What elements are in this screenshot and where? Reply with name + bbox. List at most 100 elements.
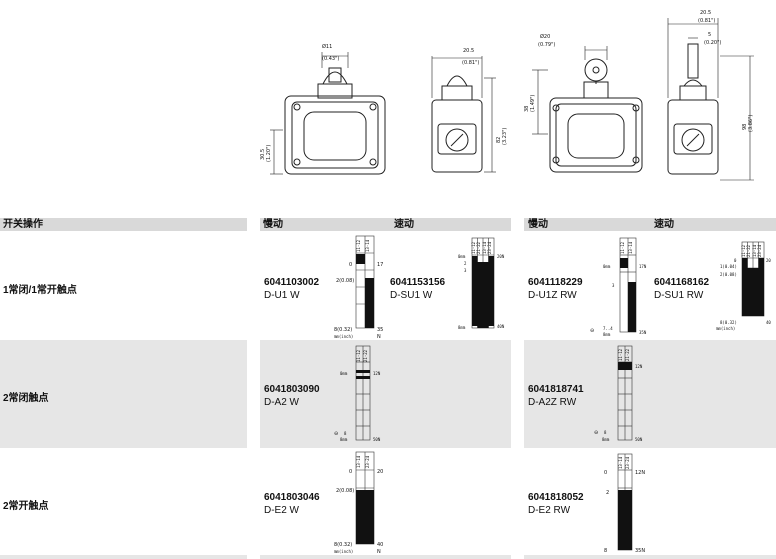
travel-8: 8(0.32) [334, 542, 352, 548]
model-code: D-A2Z RW [528, 397, 577, 408]
d2-h-in: (3.23") [502, 128, 508, 145]
contact-label: 21-22 [746, 244, 751, 257]
travel-2: 2(0.08) [336, 278, 354, 284]
contact-label: 23-24 [487, 241, 492, 254]
part-number: 6041818052 [528, 492, 584, 503]
force-35: 35 [377, 327, 383, 333]
travel-8: 8mm [458, 325, 466, 330]
unit: mm(inch) [716, 326, 735, 331]
d3-dia-in: (0.79") [538, 42, 555, 48]
contact-label: 13-14 [752, 244, 757, 257]
contact-label: 13-14 [618, 456, 623, 469]
travel-8: 8(0.32) [720, 320, 737, 325]
d4-w-in: (0.81") [698, 18, 715, 24]
unit: mm(inch) [334, 334, 353, 339]
row-label-1: 1常闭/1常开触点 [3, 285, 77, 296]
unit: mm(inch) [334, 549, 353, 554]
travel-2: 2(0.08) [720, 272, 737, 277]
d4-h-in: (3.86") [748, 115, 754, 132]
travel-3: 3 [612, 283, 615, 288]
model-code: D-U1 W [264, 290, 300, 301]
part-number: 6041803046 [264, 492, 320, 503]
force-17: 17N [639, 264, 647, 269]
travel-8: 8 [604, 548, 607, 554]
part-number: 6041118229 [528, 277, 583, 288]
header-bar-right: 慢动 速动 [524, 218, 776, 231]
contact-label: 13-14 [482, 241, 487, 254]
force-35: 35N [635, 548, 645, 554]
part-number: 6041168162 [654, 277, 710, 288]
travel-seven: 7..4 [603, 326, 613, 331]
force-35: 35N [639, 330, 647, 335]
d1-dia-in: (0.43") [322, 56, 339, 62]
header-col1: 开关操作 [3, 219, 43, 230]
force-17: 17 [377, 262, 383, 268]
contact-label: 11-12 [356, 239, 361, 252]
contact-label: 23-24 [625, 456, 630, 469]
travel-1: 1(0.04) [720, 264, 737, 269]
row-label-2: 2常闭触点 [3, 393, 49, 404]
travel-2: 2 [464, 261, 467, 266]
row-band-1 [0, 340, 247, 448]
d4-w2: 5 [708, 32, 711, 38]
part-number: 6041803090 [264, 384, 320, 395]
d4-w2-in: (0.20") [704, 40, 721, 46]
d2-w-in: (0.81") [462, 60, 479, 66]
contact-label: 13-14 [628, 241, 633, 254]
row-label-3: 2常开触点 [3, 501, 49, 512]
travel-8: 8(0.32) [334, 327, 352, 333]
part-number: 6041103002 [264, 277, 320, 288]
diagram-su1: 11-12 21-22 13-14 23-24 0mm 2 3 8mm 20N … [458, 237, 505, 330]
contact-label: 21-22 [476, 241, 481, 254]
d1-h-in: (1.20") [266, 145, 272, 162]
row-band-bottom-1 [0, 555, 247, 559]
diagram-u1z: 11-12 13-14 0mm 3 7..4 8mm 17N 35N ⊖ [590, 237, 647, 337]
drawing-2 [431, 56, 496, 173]
d3-dia: Ø20 [540, 33, 550, 40]
travel-8: 8mm [603, 332, 611, 337]
model-code: D-A2 W [264, 397, 299, 408]
force-12: 12N [635, 470, 645, 476]
drawing-3 [532, 46, 643, 173]
row-band-bottom-2 [260, 555, 511, 559]
rotation-icon: ⊖ [590, 328, 594, 334]
row-band-3 [524, 340, 776, 448]
d3-h: 38 [524, 106, 530, 112]
row-band-2 [260, 340, 511, 448]
diagram-e2: 13-14 23-24 0 2(0.08) 8(0.32) mm(inch) 2… [334, 451, 383, 555]
d2-w: 20.5 [463, 48, 474, 54]
travel-0: 0 [349, 262, 352, 268]
d1-dia: Ø11 [322, 43, 332, 50]
header-bar-left: 慢动 速动 [260, 218, 511, 231]
model-code: D-E2 RW [528, 505, 571, 516]
contact-label: 11-12 [471, 241, 476, 254]
contact-label: 13-14 [356, 455, 361, 468]
force-20: 20N [497, 254, 505, 259]
travel-0: 0mm [458, 254, 466, 259]
force-20: 20 [377, 469, 383, 475]
diagram-su1-rw: 11-12 21-22 13-14 23-24 0 1(0.04) 2(0.08… [716, 241, 771, 331]
contact-label: 11-12 [620, 241, 625, 254]
travel-2: 2(0.08) [336, 488, 354, 494]
part-number: 6041153156 [390, 277, 446, 288]
model-code: D-E2 W [264, 505, 299, 516]
top-drawings: Ø11 (0.43") 30.5 (1.20") 20.5 (0.81") 82… [260, 10, 754, 181]
travel-0: 0 [734, 258, 737, 263]
contact-label: 13-14 [365, 239, 370, 252]
travel-0: 0mm [603, 264, 611, 269]
d3-h-in: (1.49") [530, 95, 536, 112]
diagram-u1: 11-12 13-14 0 2(0.08) 8(0.32) mm(inch) 1… [334, 235, 383, 340]
header-fast: 速动 [394, 219, 414, 230]
travel-0: 0 [349, 469, 352, 475]
header-bar-operation: 开关操作 [0, 218, 247, 231]
travel-0: 0 [604, 470, 607, 476]
force-40: 40 [766, 320, 771, 325]
travel-3: 3 [464, 268, 467, 273]
model-code: D-SU1 W [390, 290, 433, 301]
force-20: 20 [766, 258, 771, 263]
force-40: 40 [377, 542, 383, 548]
travel-2: 2 [606, 490, 609, 496]
d2-h: 82 [496, 137, 502, 143]
contact-label: 23-24 [365, 455, 370, 468]
d1-h: 30.5 [260, 149, 266, 160]
